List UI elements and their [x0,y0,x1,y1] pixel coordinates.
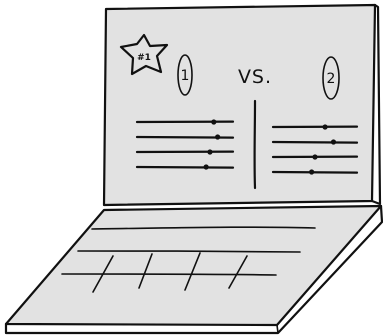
badge-label: #1 [137,53,151,63]
vs-label: VS. [238,66,272,88]
right-stat-marker [312,154,317,159]
left-stat-marker [207,149,212,154]
left-stat-marker [204,164,209,169]
left-stat-line [137,167,233,168]
right-stat-line [273,142,357,143]
right-stat-line [273,172,357,173]
laptop-screen [104,5,380,205]
right-stat-marker [331,139,336,144]
contestant-1-label: 1 [181,68,190,84]
left-stat-marker [211,119,216,124]
contestant-2-label: 2 [327,71,336,87]
right-stat-marker [309,169,314,174]
left-stat-marker [215,134,220,139]
right-stat-marker [322,124,327,129]
